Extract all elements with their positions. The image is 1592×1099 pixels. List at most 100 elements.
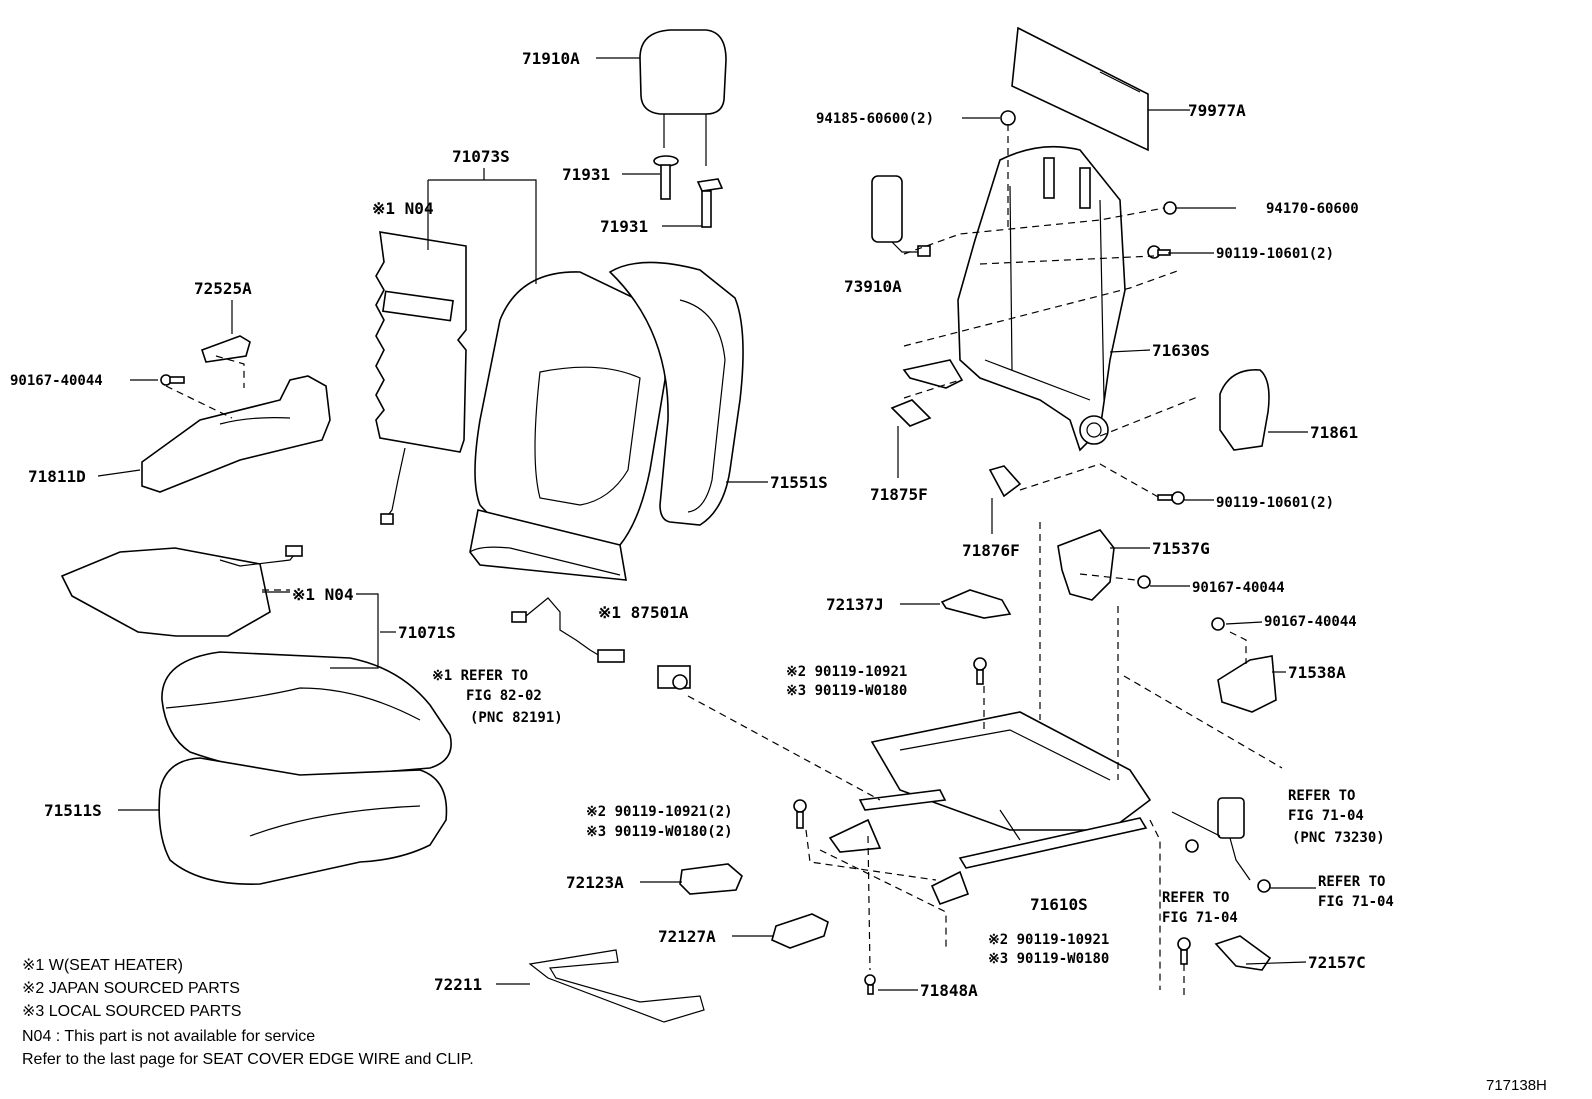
label-refer-71-04c-2: FIG 71-04 bbox=[1318, 894, 1394, 910]
recliner-cover-71861 bbox=[1219, 369, 1270, 451]
bolt-90167-r2 bbox=[1211, 617, 1225, 631]
label-71511S: 71511S bbox=[44, 801, 102, 820]
label-87501A: ※1 87501A bbox=[598, 603, 689, 622]
label-90119-10921-a: ※2 90119-10921 bbox=[786, 664, 907, 680]
label-71551S: 71551S bbox=[770, 473, 828, 492]
label-71610S: 71610S bbox=[1030, 895, 1088, 914]
seatback-frame-part bbox=[957, 145, 1126, 452]
seatbelt-buckle bbox=[1171, 797, 1271, 893]
bolt-94170 bbox=[1163, 201, 1177, 215]
label-71931-upper: 71931 bbox=[562, 165, 610, 184]
nut-94185 bbox=[1000, 110, 1016, 126]
label-71910A: 71910A bbox=[522, 49, 580, 68]
label-71876F: 71876F bbox=[962, 541, 1020, 560]
backboard-79977A bbox=[1011, 26, 1149, 152]
headrest-support-right bbox=[696, 178, 724, 228]
label-71071S: 71071S bbox=[398, 623, 456, 642]
label-71848A: 71848A bbox=[920, 981, 978, 1000]
label-90167-r2: 90167-40044 bbox=[1264, 614, 1357, 630]
label-90167-r1: 90167-40044 bbox=[1192, 580, 1285, 596]
wire-72211 bbox=[528, 949, 705, 1023]
seat-cushion-cover-part bbox=[161, 651, 452, 779]
label-71073S: 71073S bbox=[452, 147, 510, 166]
label-90119-top: 90119-10601(2) bbox=[1216, 246, 1334, 262]
label-72525A: 72525A bbox=[194, 279, 252, 298]
note-local-sourced: ※3 LOCAL SOURCED PARTS bbox=[22, 1003, 241, 1020]
label-79977A: 79977A bbox=[1188, 101, 1246, 120]
label-90119-w0180-a: ※3 90119-W0180 bbox=[786, 683, 907, 699]
cover-71876F bbox=[988, 465, 1022, 498]
lever-knob-part bbox=[200, 335, 251, 363]
label-94185: 94185-60600(2) bbox=[816, 111, 934, 127]
label-72123A: 72123A bbox=[566, 873, 624, 892]
cover-71875F bbox=[890, 399, 932, 427]
label-71537G: 71537G bbox=[1152, 539, 1210, 558]
label-refer-71-04b-2: FIG 71-04 bbox=[1162, 910, 1238, 926]
label-90119-w0180-b: ※3 90119-W0180 bbox=[988, 951, 1109, 967]
label-71811D: 71811D bbox=[28, 467, 86, 486]
note-seat-heater: ※1 W(SEAT HEATER) bbox=[22, 957, 183, 974]
label-72157C: 72157C bbox=[1308, 953, 1366, 972]
headrest-part bbox=[639, 29, 727, 166]
seat-cushion-part bbox=[158, 757, 448, 885]
cover-72157C bbox=[1214, 935, 1272, 971]
label-72211: 72211 bbox=[434, 975, 482, 994]
label-refer-71-04a-3: (PNC 73230) bbox=[1292, 830, 1385, 846]
figure-id: 717138H bbox=[1486, 1077, 1547, 1094]
label-94170: 94170-60600 bbox=[1266, 201, 1359, 217]
pin-71848A bbox=[864, 974, 876, 995]
label-refer-71-04c-1: REFER TO bbox=[1318, 874, 1385, 890]
cover-71537G bbox=[1057, 529, 1115, 601]
seatback-cushion-part bbox=[469, 271, 667, 581]
label-refer-82-02-1: ※1 REFER TO bbox=[432, 668, 528, 684]
label-90167-left: 90167-40044 bbox=[10, 373, 103, 389]
leader-lines bbox=[97, 57, 1316, 991]
label-refer-82-02-3: (PNC 82191) bbox=[470, 710, 563, 726]
bolt-90119-mid bbox=[1157, 491, 1185, 505]
cover-72123A bbox=[679, 863, 743, 895]
bolt-90119-10921-a bbox=[973, 657, 987, 685]
label-n04-cushion: ※1 N04 bbox=[292, 585, 354, 604]
cover-72127A bbox=[771, 913, 829, 949]
part-labels: 71910A 71073S 71931 71931 ※1 N04 72525A … bbox=[10, 49, 1394, 1000]
label-90119-10921-2: ※2 90119-10921(2) bbox=[586, 804, 733, 820]
bolt-90167-left bbox=[160, 374, 185, 386]
bracket-left-frame bbox=[902, 359, 964, 389]
label-71630S: 71630S bbox=[1152, 341, 1210, 360]
cover-71538A bbox=[1217, 655, 1277, 713]
assembly-lines bbox=[165, 124, 1283, 996]
label-refer-71-04b-1: REFER TO bbox=[1162, 890, 1229, 906]
label-refer-82-02-2: FIG 82-02 bbox=[466, 688, 542, 704]
label-72137J: 72137J bbox=[826, 595, 884, 614]
label-71861: 71861 bbox=[1310, 423, 1358, 442]
heater-switch-part bbox=[657, 665, 691, 690]
headrest-support-left bbox=[653, 155, 679, 200]
label-73910A: 73910A bbox=[844, 277, 902, 296]
label-72127A: 72127A bbox=[658, 927, 716, 946]
label-refer-71-04a-1: REFER TO bbox=[1288, 788, 1355, 804]
label-71875F: 71875F bbox=[870, 485, 928, 504]
bracket-72137J bbox=[940, 589, 1012, 619]
legend-notes: ※1 W(SEAT HEATER) ※2 JAPAN SOURCED PARTS… bbox=[22, 957, 474, 1068]
seatback-heater-mat bbox=[375, 231, 467, 525]
seat-adjuster-part bbox=[828, 711, 1152, 906]
note-n04: N04 : This part is not available for ser… bbox=[22, 1028, 315, 1045]
label-90119-mid: 90119-10601(2) bbox=[1216, 495, 1334, 511]
side-shield-part bbox=[141, 375, 331, 493]
bolt-90119-10921-b bbox=[1177, 937, 1191, 965]
note-edge-wire: Refer to the last page for SEAT COVER ED… bbox=[22, 1051, 474, 1068]
label-71931-lower: 71931 bbox=[600, 217, 648, 236]
label-90119-w0180-2: ※3 90119-W0180(2) bbox=[586, 824, 733, 840]
airbag-73910A bbox=[871, 175, 931, 257]
bolt-90167-r1 bbox=[1137, 575, 1151, 589]
label-refer-71-04a-2: FIG 71-04 bbox=[1288, 808, 1364, 824]
cushion-heater-mat bbox=[60, 545, 303, 637]
label-90119-10921-b: ※2 90119-10921 bbox=[988, 932, 1109, 948]
bolt-90119-10921-2 bbox=[793, 799, 807, 829]
note-japan-sourced: ※2 JAPAN SOURCED PARTS bbox=[22, 980, 240, 997]
heater-harness bbox=[511, 597, 625, 663]
label-71538A: 71538A bbox=[1288, 663, 1346, 682]
seatback-cover-part bbox=[608, 261, 744, 526]
